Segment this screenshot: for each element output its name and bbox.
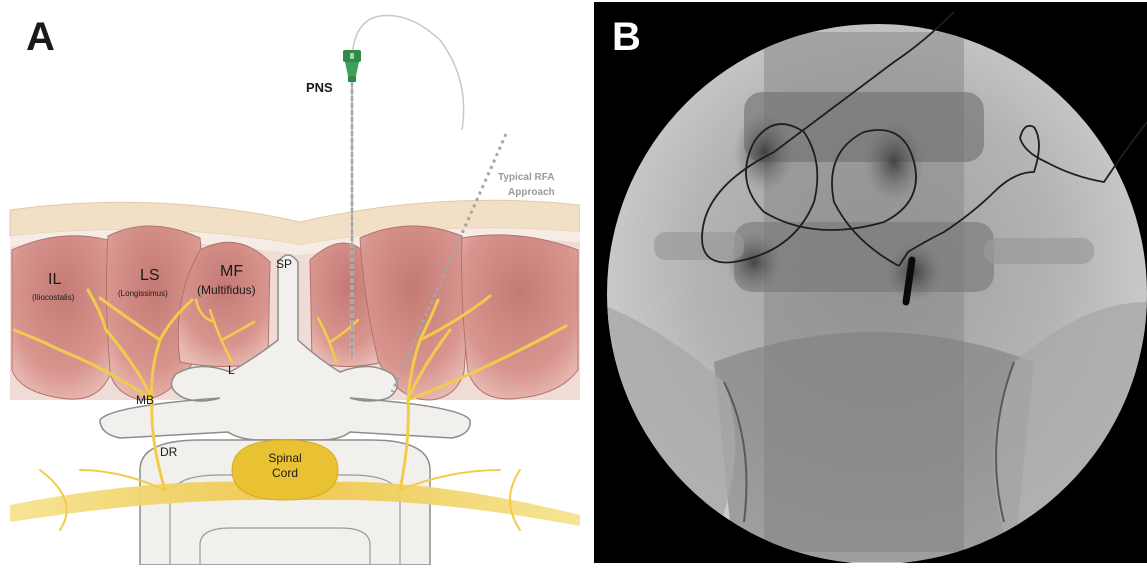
panel-b-fluoroscopy-image: B — [594, 2, 1147, 563]
label-dr: DR — [160, 445, 178, 459]
label-spinal-cord-line2: Cord — [272, 466, 298, 480]
label-il-full: (Iliocostalis) — [32, 293, 75, 302]
label-pns: PNS — [306, 80, 333, 95]
panel-letter-a: A — [26, 15, 55, 59]
iliocostalis-muscle-left — [12, 236, 114, 399]
label-ls: LS — [140, 267, 160, 284]
pns-hub-icon — [343, 50, 361, 82]
label-mf: MF — [220, 263, 243, 280]
label-rfa-line2: Approach — [508, 187, 555, 198]
label-il: IL — [48, 271, 61, 288]
panel-b-svg: B — [594, 2, 1147, 563]
label-ls-full: (Longissimus) — [118, 289, 168, 298]
pns-lead-wire — [352, 16, 464, 131]
panel-letter-b: B — [612, 15, 641, 59]
iliocostalis-muscle-right — [462, 235, 578, 399]
label-mb: MB — [136, 393, 154, 407]
label-spinal-cord-line1: Spinal — [268, 451, 301, 465]
panel-a-anatomy-illustration: A — [0, 0, 580, 565]
label-mf-full: (Multifidus) — [197, 283, 256, 297]
panel-a-svg: A — [0, 0, 580, 565]
label-sp: SP — [276, 257, 292, 271]
label-l: L — [228, 363, 235, 377]
label-rfa-line1: Typical RFA — [498, 172, 555, 183]
